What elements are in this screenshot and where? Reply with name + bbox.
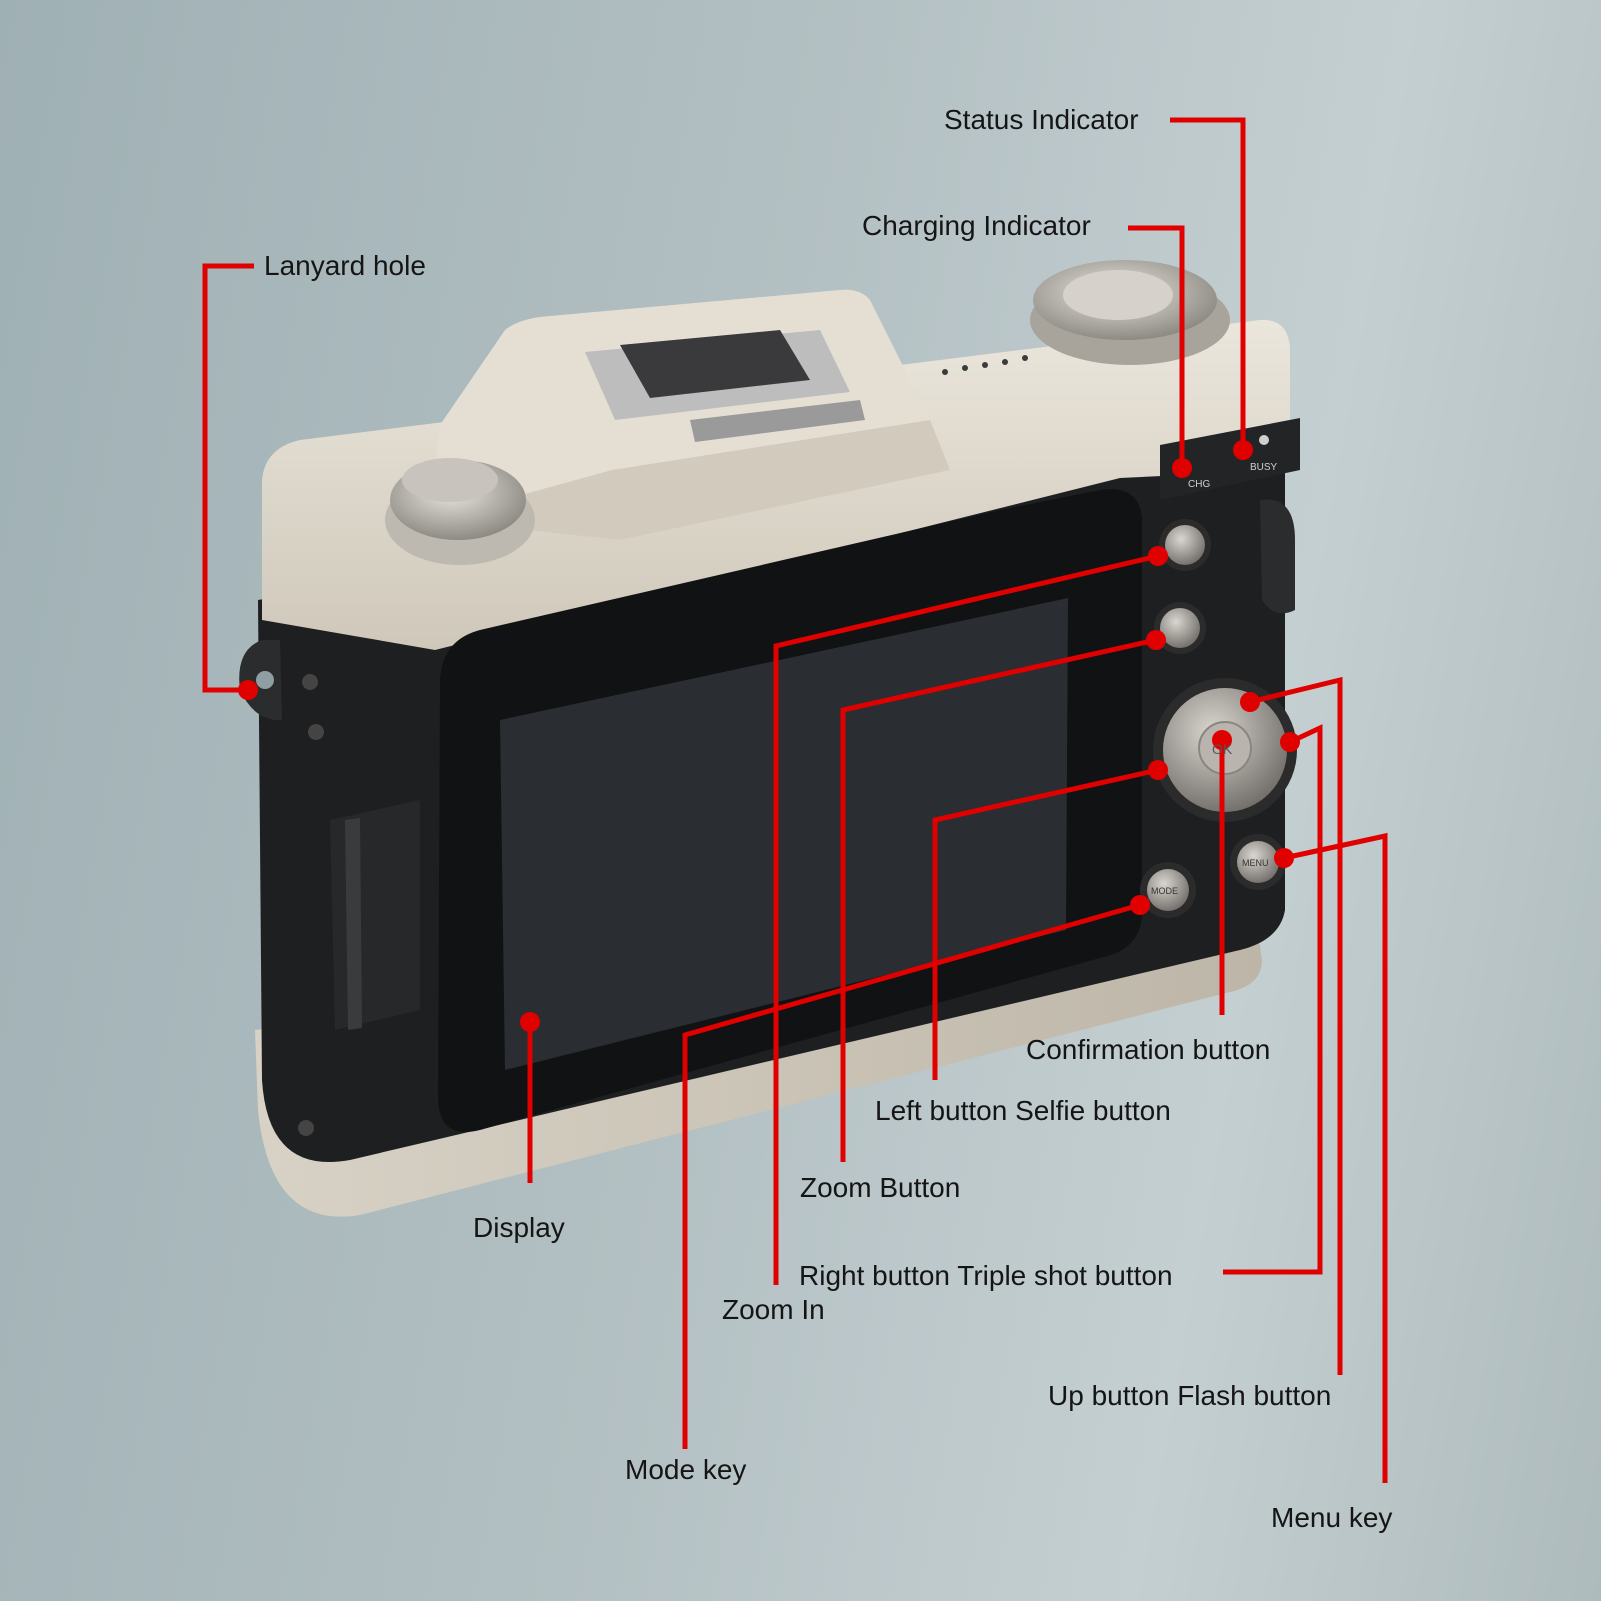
leader-lanyard-hole bbox=[202, 263, 254, 693]
label-right-button: Right button Triple shot button bbox=[799, 1260, 1173, 1291]
label-up-button: Up button Flash button bbox=[1048, 1380, 1332, 1411]
leader-zoom-button bbox=[840, 637, 1157, 1162]
label-left-button: Left button Selfie button bbox=[875, 1095, 1171, 1126]
leader-zoom-in bbox=[773, 553, 1159, 1285]
label-charging-indicator: Charging Indicator bbox=[862, 210, 1091, 241]
mode-mark: MODE bbox=[1151, 886, 1178, 896]
busy-mark: BUSY bbox=[1250, 462, 1278, 473]
leader-menu-key bbox=[1283, 832, 1388, 1483]
label-confirmation-button: Confirmation button bbox=[1026, 1034, 1271, 1065]
ok-mark: OK bbox=[1212, 741, 1233, 757]
leader-mode-key bbox=[682, 902, 1141, 1449]
label-mode-key: Mode key bbox=[625, 1454, 747, 1485]
label-status-indicator: Status Indicator bbox=[944, 104, 1139, 135]
leader-right-button bbox=[1223, 724, 1323, 1275]
leader-left-button bbox=[932, 767, 1159, 1080]
pointer-dots bbox=[238, 440, 1300, 1032]
camera-marks: CHG BUSY OK MODE MENU bbox=[1151, 462, 1278, 896]
leader-charging-indicator bbox=[1128, 225, 1185, 468]
leader-up-button bbox=[1249, 676, 1343, 1375]
label-lanyard-hole: Lanyard hole bbox=[264, 250, 426, 281]
chg-mark: CHG bbox=[1188, 479, 1210, 490]
label-zoom-in: Zoom In bbox=[722, 1294, 825, 1325]
leader-lines bbox=[202, 117, 1388, 1483]
label-menu-key: Menu key bbox=[1271, 1502, 1393, 1533]
camera-body bbox=[239, 260, 1300, 1217]
menu-mark: MENU bbox=[1242, 858, 1269, 868]
label-display: Display bbox=[473, 1212, 565, 1243]
leader-status-indicator bbox=[1170, 117, 1246, 450]
label-zoom-button: Zoom Button bbox=[800, 1172, 961, 1203]
